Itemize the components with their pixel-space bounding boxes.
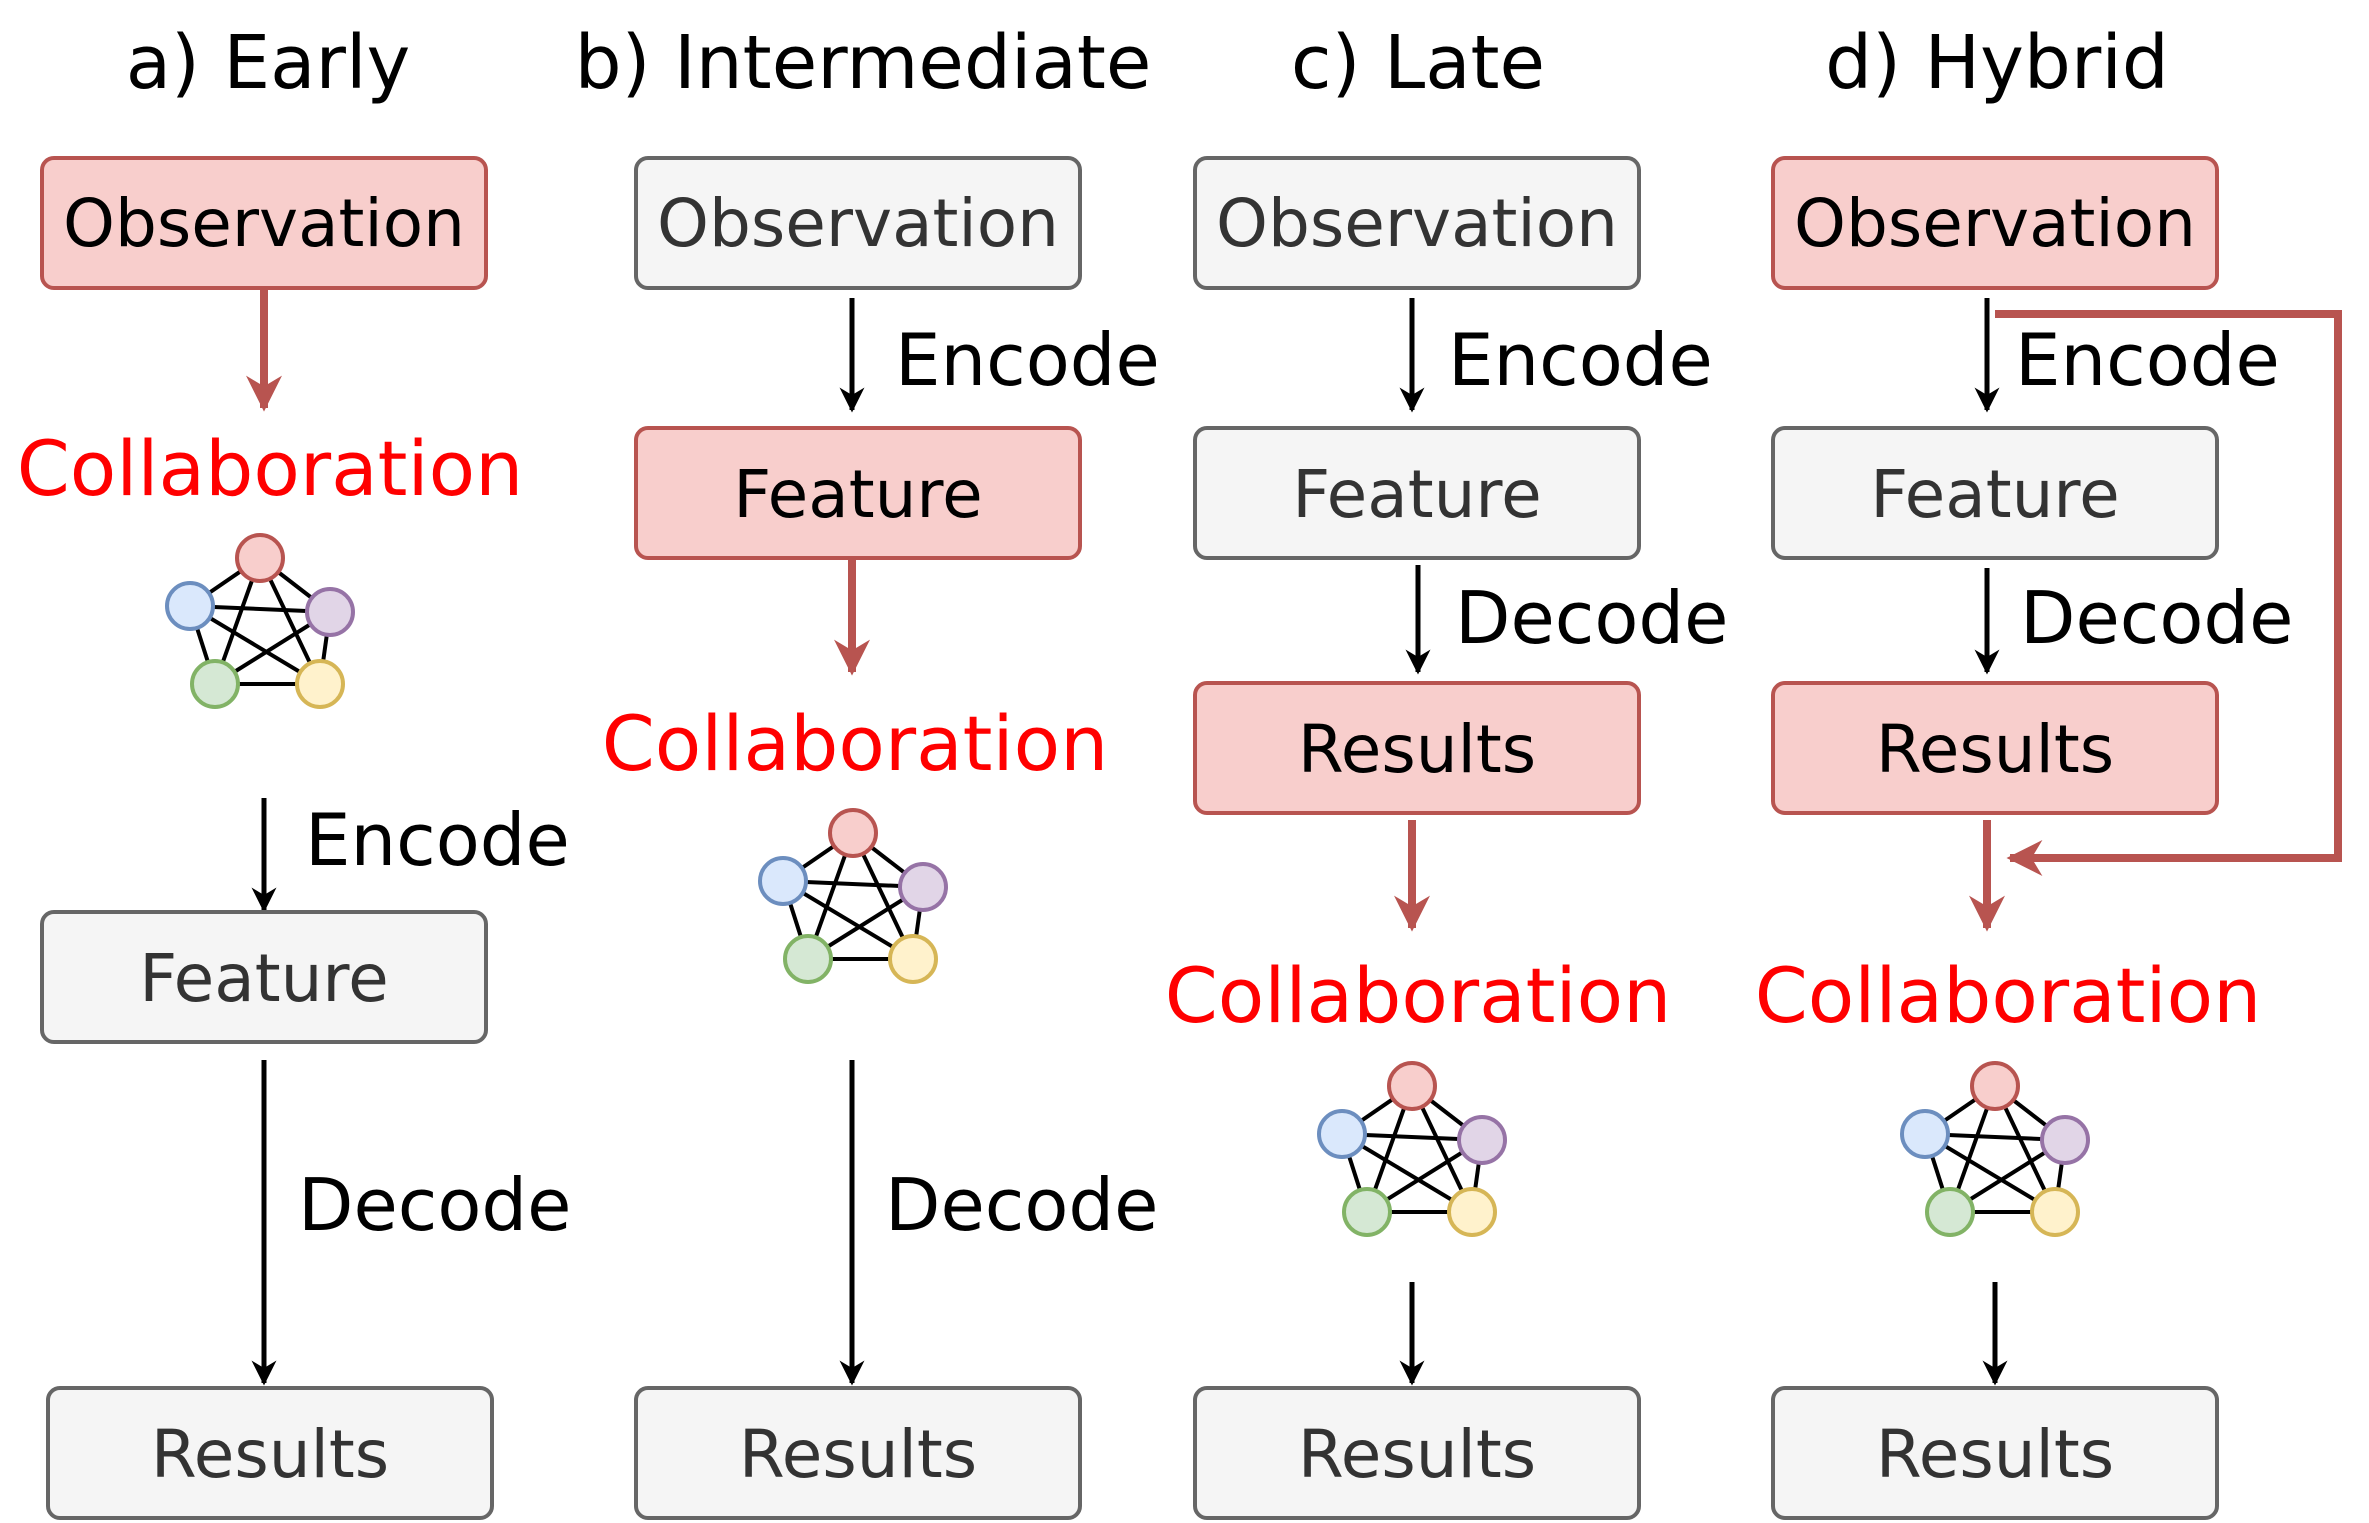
collaboration-graph-icon [758,808,948,984]
encode-label: Encode [1448,318,1713,402]
results-box: Results [46,1386,494,1520]
panel-title: c) Late [1291,20,1545,106]
encode-label: Encode [895,318,1160,402]
skip-arrow-red [1995,310,2342,876]
feature-box: Feature [634,426,1082,560]
collaboration-graph-icon [165,533,355,709]
observation-box: Observation [1193,156,1641,290]
feature-box: Feature [40,910,488,1044]
observation-label: Observation [63,185,465,262]
observation-box: Observation [40,156,488,290]
observation-label: Observation [1216,185,1618,262]
results-box: Results [1193,1386,1641,1520]
panel-title: d) Hybrid [1825,20,2169,106]
results-label: Results [739,1416,977,1493]
panel-late: c) Late Observation Encode Feature Decod… [1165,20,1728,1520]
feature-label: Feature [1870,456,2119,533]
results-label: Results [1876,711,2114,788]
results-box: Results [1771,1386,2219,1520]
results-box: Results [634,1386,1082,1520]
results-label: Results [1298,711,1536,788]
panel-hybrid: d) Hybrid Observation Encode Feature Dec… [1755,20,2342,1520]
results-label: Results [1298,1416,1536,1493]
results-label: Results [1876,1416,2114,1493]
feature-box: Feature [1771,426,2219,560]
panel-title: a) Early [126,20,411,106]
decode-label: Decode [2020,576,2293,660]
collaboration-label: Collaboration [17,424,524,513]
results-box-highlighted: Results [1193,681,1641,815]
observation-label: Observation [657,185,1059,262]
feature-label: Feature [733,456,982,533]
encode-label: Encode [305,798,570,882]
panel-early: a) Early Observation Collaboration Encod… [17,20,571,1520]
encode-label: Encode [2015,318,2280,402]
observation-label: Observation [1794,185,2196,262]
results-label: Results [151,1416,389,1493]
decode-label: Decode [885,1163,1158,1247]
panel-title: b) Intermediate [575,20,1152,106]
collaboration-graph-icon [1900,1061,2090,1237]
collaboration-label: Collaboration [1165,951,1672,1040]
panel-intermediate: b) Intermediate Observation Encode Featu… [575,20,1160,1520]
feature-label: Feature [1292,456,1541,533]
results-box-highlighted: Results [1771,681,2219,815]
collaboration-label: Collaboration [1755,951,2262,1040]
feature-box: Feature [1193,426,1641,560]
decode-label: Decode [1455,576,1728,660]
observation-box: Observation [634,156,1082,290]
decode-label: Decode [298,1163,571,1247]
feature-label: Feature [139,940,388,1017]
collaboration-label: Collaboration [602,699,1109,788]
observation-box: Observation [1771,156,2219,290]
collaboration-graph-icon [1317,1061,1507,1237]
